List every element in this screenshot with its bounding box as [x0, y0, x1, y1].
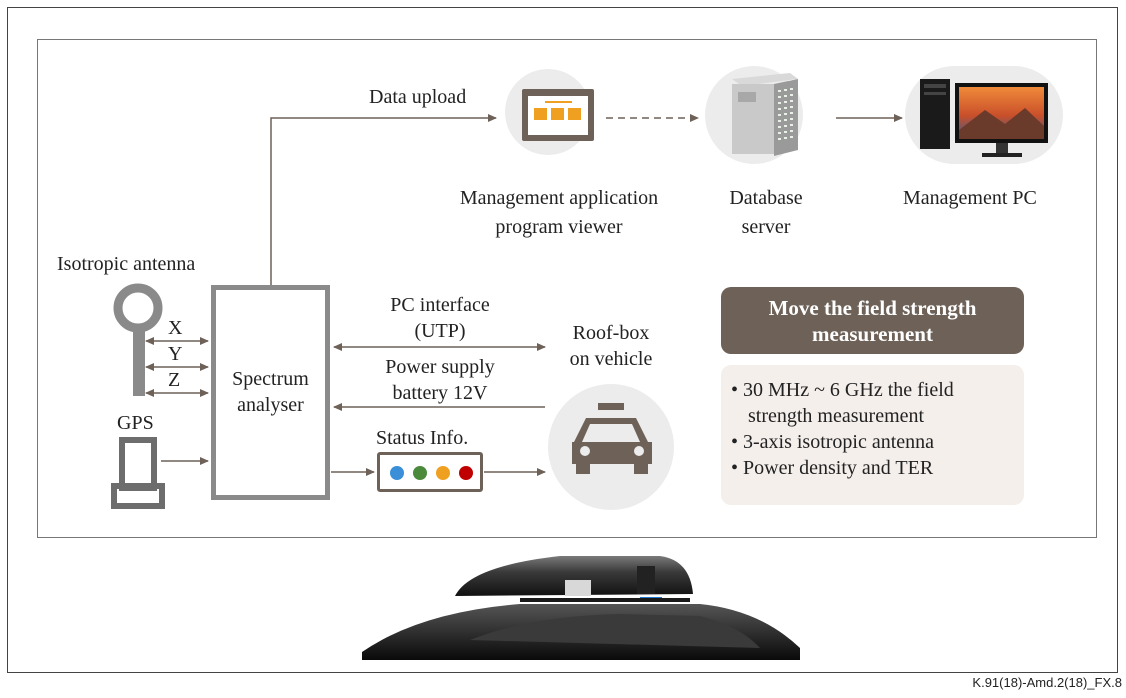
isotropic-antenna-label: Isotropic antenna	[57, 253, 196, 275]
car-icon	[572, 403, 652, 474]
figure-reference: K.91(18)-Amd.2(18)_FX.8	[972, 675, 1122, 690]
roofbox-line1: Roof-box	[572, 322, 650, 344]
panel-item-1: • 30 MHz ~ 6 GHz the field	[731, 379, 954, 401]
gps-receiver-icon	[111, 437, 165, 509]
figure-frame	[7, 7, 1118, 673]
panel-body	[721, 365, 1024, 505]
spectrum-label-line1: Spectrum	[232, 368, 309, 390]
panel-title-line1: Move the field strength	[768, 296, 977, 320]
axis-z-label: Z	[168, 369, 181, 391]
panel-title-line2: measurement	[812, 322, 933, 346]
power-supply-label: Power supply battery 12V	[360, 354, 520, 406]
roofbox-line2: on vehicle	[569, 348, 653, 370]
axis-y-label: Y	[168, 343, 183, 365]
application-window-icon	[522, 89, 594, 141]
database-label-line2: server	[741, 216, 791, 238]
power-line1: Power supply	[385, 356, 495, 378]
panel-title: Move the field strength measurement	[721, 287, 1024, 354]
panel-item-3: • 3-axis isotropic antenna	[731, 431, 935, 453]
spectrum-label-line2: analyser	[237, 394, 304, 416]
status-dot-orange	[436, 466, 450, 480]
status-info-label: Status Info.	[376, 427, 469, 449]
viewer-label: Management application program viewer	[436, 185, 682, 240]
status-dot-green	[413, 466, 427, 480]
status-info-box	[377, 452, 483, 492]
database-label-line1: Database	[729, 187, 803, 209]
status-dot-red	[459, 466, 473, 480]
car-roof-box-photo	[362, 556, 800, 660]
pc-interface-label: PC interface (UTP)	[360, 292, 520, 344]
database-label: Database server	[706, 185, 826, 240]
spectrum-analyser-label: Spectrum analyser	[216, 366, 325, 418]
status-dot-blue	[390, 466, 404, 480]
isotropic-antenna-icon	[113, 283, 163, 396]
spectrum-analyser-box	[211, 285, 330, 500]
panel-item-2: strength measurement	[748, 405, 925, 427]
management-pc-label: Management PC	[903, 187, 1037, 209]
panel-item-4: • Power density and TER	[731, 457, 934, 479]
viewer-label-line1: Management application	[459, 187, 659, 209]
roofbox-label: Roof-box on vehicle	[551, 320, 671, 372]
pc-interface-line1: PC interface	[390, 294, 490, 316]
server-rack-icon	[732, 73, 798, 156]
desktop-computer-icon	[920, 79, 1048, 157]
power-line2: battery 12V	[392, 382, 488, 404]
gps-label: GPS	[117, 412, 154, 434]
axis-x-label: X	[168, 317, 183, 339]
data-upload-label: Data upload	[369, 86, 467, 108]
diagram-border	[37, 39, 1097, 538]
viewer-label-line2: program viewer	[495, 216, 623, 238]
data-upload-arrow	[270, 114, 497, 285]
pc-interface-line2: (UTP)	[414, 320, 466, 342]
